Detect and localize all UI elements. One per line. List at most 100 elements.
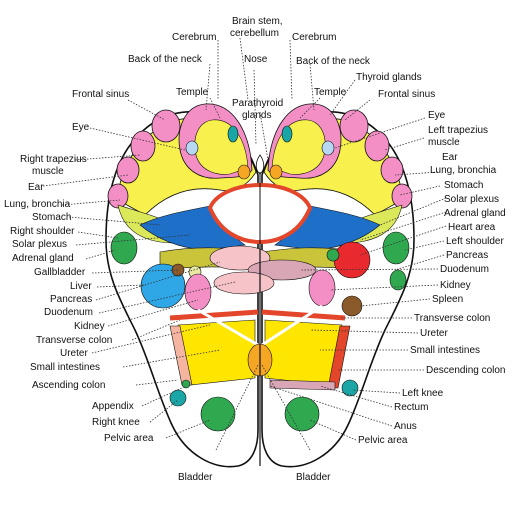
label-temple-left-foot: Temple [314,87,347,98]
descending-colon [327,325,351,389]
label-pancreas-left-foot: Pancreas [446,250,488,261]
label-eye-right-foot: Eye [72,122,90,133]
label-ascending: Ascending colon [32,380,105,391]
transverse-colon-right [169,309,259,321]
label-thyroid: Thyroid glands [356,72,422,83]
label-left-trapezius: Left trapezius [428,125,488,136]
label-left-trapezius-muscle: muscle [428,137,460,148]
nose-point [255,154,265,175]
label-right-shoulder: Right shoulder [10,226,75,237]
label-ureter-right-foot: Ureter [60,348,88,359]
label-right-knee: Right knee [92,417,140,428]
label-bladder-left-foot: Bladder [296,472,331,483]
label-pancreas-right-foot: Pancreas [50,294,92,305]
label-appendix: Appendix [92,401,134,412]
eye-point-left [321,140,335,156]
thyroid-point-left [269,164,283,180]
toe-5-left [391,183,413,209]
toe-4-right [116,156,140,184]
kidney-right [184,273,212,311]
toe-3-left [364,130,390,162]
spleen-point [341,295,363,317]
label-cerebellum: cerebellum [230,28,279,39]
label-right-trapezius: Right trapezius [20,154,87,165]
label-kidney-left-foot: Kidney [440,280,471,291]
gallbladder-point [171,263,185,277]
shoulder-point-right [110,231,138,265]
label-cerebrum-left-foot: Cerebrum [292,32,336,43]
duodenum-shape [213,271,275,295]
label-solar-left-foot: Solar plexus [444,194,499,205]
label-eye-left-foot: Eye [428,110,446,121]
label-transverse-left-foot: Transverse colon [414,313,490,324]
left-knee-point [341,379,359,397]
label-bladder-right-foot: Bladder [178,472,213,483]
label-kidney-right-foot: Kidney [74,321,105,332]
label-transverse-right-foot: Transverse colon [36,335,112,346]
label-stomach-left-foot: Stomach [444,180,483,191]
toe-3-right [130,130,156,162]
pancreas-left-point [389,269,407,291]
toe-4-left [380,156,404,184]
label-duodenum-left-foot: Duodenum [440,264,489,275]
appendix-point [181,379,191,389]
label-frontal-sinus-left-foot: Frontal sinus [378,89,435,100]
label-pelvic-right-foot: Pelvic area [104,433,154,444]
label-lung-right-foot: Lung, bronchia [4,199,71,210]
label-left-knee: Left knee [402,388,444,399]
label-right-trapezius-muscle: muscle [32,166,64,177]
rectum-band [269,379,336,391]
label-nose: Nose [244,54,268,65]
label-solar-right-foot: Solar plexus [12,239,67,250]
label-adrenal-left-foot: Adrenal gland [444,208,506,219]
transverse-colon-left [261,309,346,321]
labels: Brain stem, cerebellum Cerebrum Cerebrum… [4,16,506,483]
toe-2-left [339,109,369,143]
label-parathyroid-glands: glands [242,110,271,121]
label-ear-left-foot: Ear [442,152,458,163]
label-back-neck-left-foot: Back of the neck [296,56,371,67]
label-spleen: Spleen [432,294,463,305]
label-liver: Liver [70,281,92,292]
label-frontal-sinus-right-foot: Frontal sinus [72,89,129,100]
label-parathyroid: Parathyroid [232,98,283,109]
leader-lines [42,37,447,451]
label-ear-right-foot: Ear [28,182,44,193]
temple-point-left [281,125,293,143]
label-heart: Heart area [448,222,496,233]
pelvic-left [284,396,320,432]
temple-point-right [227,125,239,143]
liver-point [140,263,186,309]
label-cerebrum-right-foot: Cerebrum [172,32,216,43]
heart-point-ring [326,248,340,262]
label-anus: Anus [394,421,417,432]
label-back-neck-right-foot: Back of the neck [128,54,203,65]
toe-2-right [151,109,181,143]
toe-5-right [107,183,129,209]
label-rectum: Rectum [394,402,428,413]
label-brain-stem: Brain stem, [232,16,283,27]
pelvic-right [200,396,236,432]
label-lung-left-foot: Lung, bronchia [430,165,497,176]
label-temple-right-foot: Temple [176,87,209,98]
shoulder-point-left [382,231,410,265]
ureter-right [197,308,259,347]
label-pelvic-left-foot: Pelvic area [358,435,408,446]
label-descending: Descending colon [426,365,506,376]
eye-point-right [185,140,199,156]
label-adrenal-right-foot: Adrenal gland [12,253,74,264]
thyroid-point-right [237,164,251,180]
kidney-left [308,269,336,307]
ascending-colon [169,325,193,386]
label-stomach-right-foot: Stomach [32,212,71,223]
ureter-left [261,304,323,347]
label-gallbladder: Gallbladder [34,267,86,278]
label-small-int-right-foot: Small intestines [30,362,100,373]
label-duodenum-right-foot: Duodenum [44,307,93,318]
label-small-int-left-foot: Small intestines [410,345,480,356]
label-left-shoulder: Left shoulder [446,236,504,247]
label-ureter-left-foot: Ureter [420,328,448,339]
heart-point [333,241,371,279]
